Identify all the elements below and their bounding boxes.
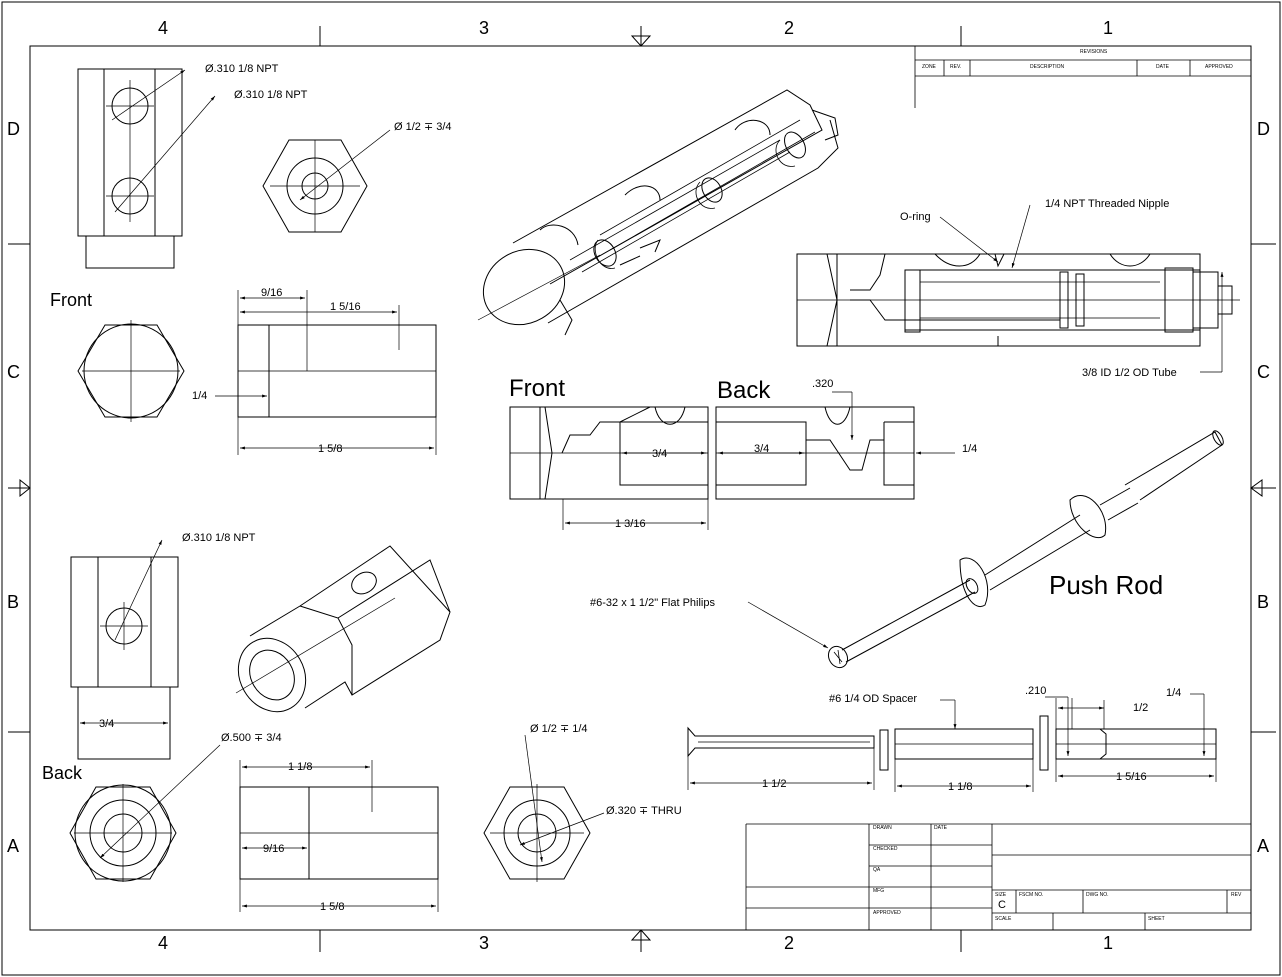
zone-row-left: B <box>7 592 19 612</box>
zone-row-right: D <box>1257 119 1270 139</box>
zone-col-bottom: 2 <box>784 933 794 953</box>
zone-row-right: B <box>1257 592 1269 612</box>
side-view-c4 <box>215 290 437 455</box>
revisions-header: APPROVED <box>1205 64 1233 70</box>
back-side-view-a4 <box>239 760 439 912</box>
label-back-left: Back <box>42 763 83 783</box>
back-section-view <box>715 391 955 500</box>
dim-a-9-16: 9/16 <box>263 843 284 855</box>
callout-npt-b: Ø.310 1/8 NPT <box>182 532 256 544</box>
side-view-body-d4 <box>77 68 216 269</box>
washer-2 <box>1039 715 1049 771</box>
dim-c-1-4: 1/4 <box>192 390 207 402</box>
dim-a-1-5-8: 1 5/8 <box>320 901 344 913</box>
callout-thru-320: Ø.320 ∓ THRU <box>606 805 682 817</box>
front-hex-view-c4 <box>77 320 185 422</box>
tb-mfg: MFG <box>873 888 884 894</box>
zone-col-bottom: 1 <box>1103 933 1113 953</box>
dim-back-1-4: 1/4 <box>962 443 977 455</box>
front-section-view <box>509 406 709 530</box>
tb-approved: APPROVED <box>873 910 901 916</box>
zone-row-left: A <box>7 836 19 856</box>
dim-r-1-4: 1/4 <box>1166 687 1181 699</box>
tb-qa: QA <box>873 867 881 873</box>
back-hex-view-a4 <box>69 744 221 882</box>
callout-nipple: 1/4 NPT Threaded Nipple <box>1045 198 1169 210</box>
zone-row-right: C <box>1257 362 1270 382</box>
tb-sheet: SHEET <box>1148 916 1165 922</box>
zone-col-bottom: 4 <box>158 933 168 953</box>
callout-hole-500: Ø.500 ∓ 3/4 <box>221 732 282 744</box>
revisions-header: DESCRIPTION <box>1030 64 1065 70</box>
dim-r-210: .210 <box>1025 685 1046 697</box>
zone-col-top: 3 <box>479 18 489 38</box>
title-block: DRAWN DATE CHECKED QA MFG APPROVED SIZE … <box>745 823 1251 930</box>
callout-tube: 3/8 ID 1/2 OD Tube <box>1082 367 1177 379</box>
dim-r-1-1-2: 1 1/2 <box>762 778 786 790</box>
rod-side-view <box>1045 693 1217 782</box>
dim-front-1-3-16: 1 3/16 <box>615 518 646 530</box>
dim-c-1-5-8: 1 5/8 <box>318 443 342 455</box>
dim-r-1-2: 1/2 <box>1133 702 1148 714</box>
dim-back-320: .320 <box>812 378 833 390</box>
zone-row-left: D <box>7 119 20 139</box>
dim-back-3-4-small: 3/4 <box>99 718 114 730</box>
dim-r-1-1-8: 1 1/8 <box>948 781 972 793</box>
dim-front-3-4: 3/4 <box>652 448 667 460</box>
dim-c-9-16: 9/16 <box>261 287 282 299</box>
screw-side-view <box>687 726 875 790</box>
callout-screw: #6-32 x 1 1/2" Flat Philips <box>590 597 715 609</box>
zone-col-top: 4 <box>158 18 168 38</box>
spacer-side-view <box>894 699 1034 792</box>
section-assembly-view <box>796 204 1240 373</box>
side-view-b4 <box>70 539 179 760</box>
callout-hole-half: Ø 1/2 ∓ 1/4 <box>530 723 588 735</box>
isometric-body-b4 <box>235 545 451 713</box>
label-push-rod: Push Rod <box>1049 570 1163 600</box>
hex-end-view-a3 <box>483 734 605 882</box>
tb-date: DATE <box>934 825 948 831</box>
tb-fscm: FSCM NO. <box>1019 892 1043 898</box>
zone-labels: 4 3 2 1 4 3 2 1 D C B A D C B A <box>7 18 1270 953</box>
callout-oring: O-ring <box>900 211 931 223</box>
washer-1 <box>879 729 889 771</box>
callout-npt-2: Ø.310 1/8 NPT <box>234 89 308 101</box>
isometric-cutaway-assembly <box>477 89 839 336</box>
tb-size: SIZE <box>995 892 1007 898</box>
zone-row-left: C <box>7 362 20 382</box>
revisions-title: REVISIONS <box>1080 49 1108 55</box>
label-front-mid: Front <box>509 375 565 402</box>
revisions-header: DATE <box>1156 64 1170 70</box>
tb-checked: CHECKED <box>873 846 898 852</box>
revisions-table: REVISIONS ZONE REV. DESCRIPTION DATE APP… <box>914 46 1251 108</box>
zone-col-top: 2 <box>784 18 794 38</box>
push-rod-isometric <box>747 430 1224 669</box>
revisions-header: REV. <box>950 64 961 70</box>
tb-dwg: DWG NO. <box>1086 892 1109 898</box>
dim-back-3-4: 3/4 <box>754 443 769 455</box>
dim-a-1-1-8: 1 1/8 <box>288 761 312 773</box>
callout-hex-hole-d: Ø 1/2 ∓ 3/4 <box>394 121 452 133</box>
label-front-left: Front <box>50 290 92 310</box>
zone-col-bottom: 3 <box>479 933 489 953</box>
dim-r-1-5-16: 1 5/16 <box>1116 771 1147 783</box>
tb-rev: REV <box>1231 892 1242 898</box>
label-back-mid: Back <box>717 377 771 404</box>
tb-scale: SCALE <box>995 916 1012 922</box>
dim-c-1-5-16: 1 5/16 <box>330 301 361 313</box>
tb-size-value: C <box>998 899 1006 911</box>
hex-end-view-d <box>262 129 391 233</box>
zone-col-top: 1 <box>1103 18 1113 38</box>
callout-spacer: #6 1/4 OD Spacer <box>829 693 917 705</box>
callout-npt-1: Ø.310 1/8 NPT <box>205 63 279 75</box>
revisions-header: ZONE <box>922 64 937 70</box>
zone-row-right: A <box>1257 836 1269 856</box>
tb-drawn: DRAWN <box>873 825 892 831</box>
